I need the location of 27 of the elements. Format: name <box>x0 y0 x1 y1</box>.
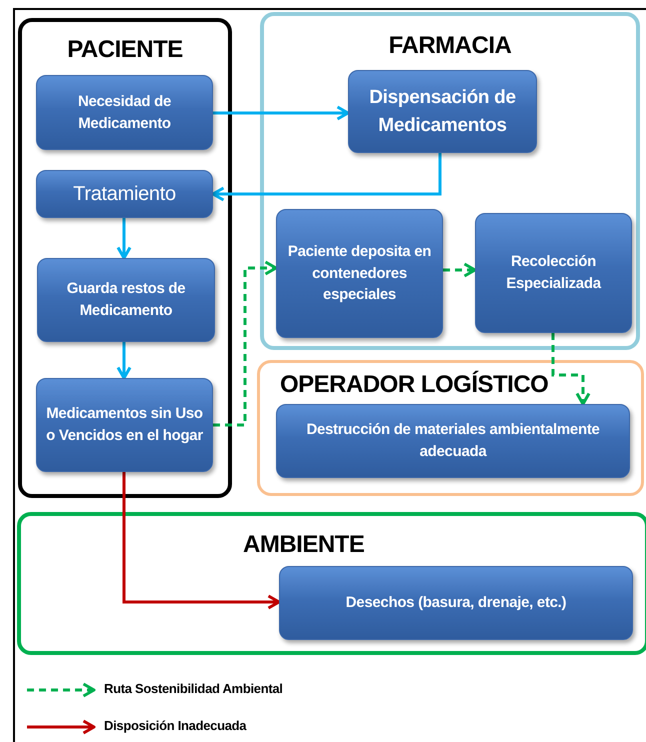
group-heading: FARMACIA <box>388 32 512 60</box>
legend-label: Disposición Inadecuada <box>104 718 246 733</box>
process-box: Tratamiento <box>36 170 213 218</box>
process-box: Guarda restos de Medicamento <box>37 258 215 342</box>
group-frame <box>18 18 232 498</box>
group-heading: AMBIENTE <box>243 531 364 559</box>
process-box: Desechos (basura, drenaje, etc.) <box>279 566 633 640</box>
arrow <box>213 106 350 120</box>
process-box: Destrucción de materiales ambientalmente adecuada <box>276 404 630 478</box>
group-heading: PACIENTE <box>66 36 184 64</box>
process-box: Dispensación de Medicamentos <box>348 70 537 153</box>
arrow <box>116 342 132 380</box>
group-frame <box>17 512 646 655</box>
process-box: Recolección Especializada <box>475 213 632 333</box>
arrow <box>443 262 476 278</box>
group-heading: OPERADOR LOGÍSTICO <box>280 371 548 399</box>
arrow <box>122 472 280 610</box>
group-frame <box>257 360 644 496</box>
process-box: Medicamentos sin Uso o Vencidos en el hogar <box>36 378 213 472</box>
arrow <box>212 153 442 202</box>
arrow <box>213 260 278 426</box>
arrow <box>552 333 590 406</box>
process-box: Necesidad de Medicamento <box>36 75 213 150</box>
legend-label: Ruta Sostenibilidad Ambiental <box>104 681 283 696</box>
group-frame <box>260 12 640 350</box>
arrow <box>116 218 132 260</box>
process-box: Paciente deposita en contenedores especiales <box>276 209 443 338</box>
